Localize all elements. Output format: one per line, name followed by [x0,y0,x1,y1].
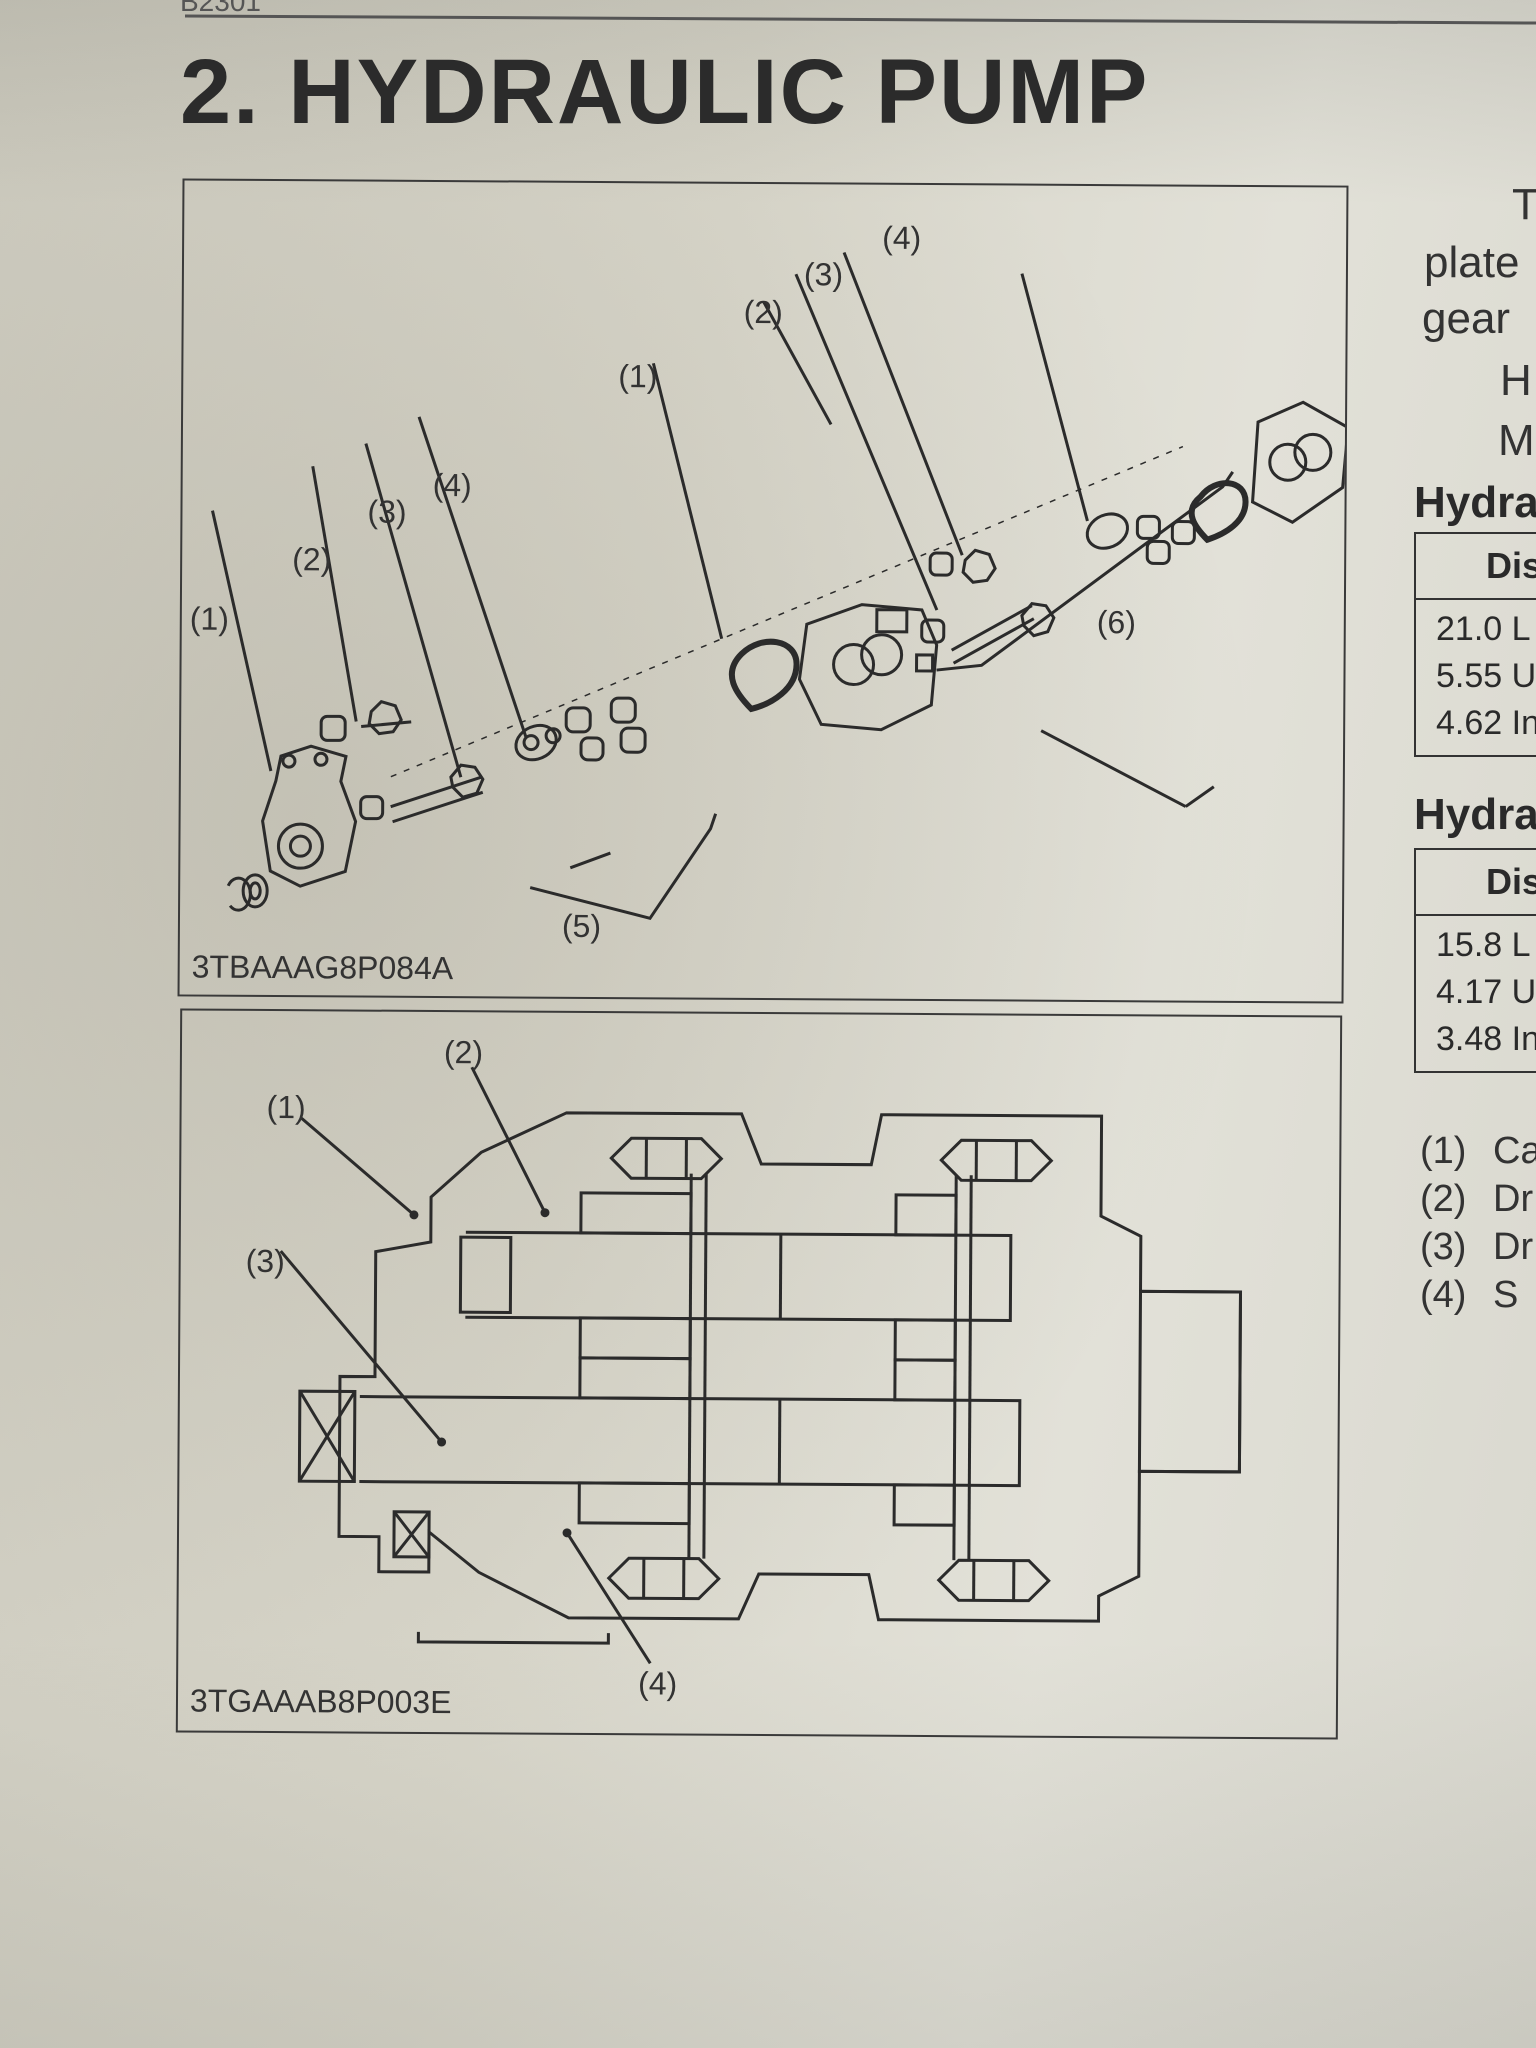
rear-side-plate [1085,512,1129,550]
callout-front-1: (1) [189,600,230,637]
rear-cover [1250,400,1347,524]
table2-header: Dis [1416,850,1536,916]
para-line-4: H [1500,356,1532,405]
table2-row: 15.8 L [1436,926,1531,964]
legend-num: (3) [1420,1226,1467,1268]
legend-num: (4) [1420,1274,1467,1316]
front-housing [261,744,358,888]
legend-item-3: (3) Dr [1420,1226,1533,1269]
callout-group-5: (5) [561,907,602,945]
section-title: 2. HYDRAULIC PUMP [180,41,1150,143]
bushing-bottom-left [606,1556,721,1601]
right-column: T plate gear H M Hydra Dis 21.0 L 5.55 U… [1410,180,1536,1380]
bushing-top-right [939,1138,1054,1183]
header-rule [185,14,1536,25]
callout-1: (1) [266,1088,306,1126]
legend-item-2: (2) Dr [1420,1178,1533,1221]
rear-driven-gear [1020,602,1056,638]
callout-front-4: (4) [432,466,472,504]
table1-title: Hydra [1414,478,1536,527]
exploded-pump-drawing [211,251,1347,921]
rear-drive-gear [961,548,997,584]
table1-row: 5.55 U [1436,657,1536,695]
table1-row: 4.62 In [1436,704,1536,742]
legend-text: Dr [1493,1226,1534,1268]
callout-rear-1: (1) [618,358,658,395]
callout-front-3: (3) [367,493,407,530]
callout-rear-4: (4) [882,219,922,256]
housing-outline [337,1111,1243,1623]
table2: Dis 15.8 L 4.17 U 3.48 In [1414,848,1536,1073]
cross-section-figure: (1) (2) (3) (4) 3TGAAAB8P003E [175,1008,1343,1740]
para-line-2: plate [1424,238,1520,287]
bushing-top-left [609,1136,724,1181]
legend-item-4: (4) S [1420,1274,1518,1317]
para-line-1: T [1512,180,1536,229]
front-seal [226,873,269,912]
callout-front-2: (2) [292,541,332,578]
table2-title: Hydra [1414,790,1536,839]
shaft-bearing [297,1389,357,1484]
bracket-6 [936,471,1234,672]
callout-rear-3: (3) [803,256,844,293]
legend-num: (1) [1420,1130,1467,1172]
table2-row: 4.17 U [1436,973,1536,1011]
driven-shaft [465,1230,1013,1323]
legend-num: (2) [1420,1178,1467,1220]
cross-section-drawing [279,1066,1243,1665]
callout-3: (3) [245,1242,285,1280]
exploded-view-figure: (1) (2) (3) (4) (1) (2) (3) (4) (5) (6) … [177,178,1349,1004]
figure-code: 3TGAAAB8P003E [189,1682,452,1721]
gasket-1 [728,638,800,713]
callout-rear-2: (2) [743,293,783,331]
middle-body [797,603,939,732]
table1-header: Dis [1416,534,1536,600]
legend-item-1: (1) Ca [1420,1130,1536,1173]
callout-4: (4) [637,1665,678,1702]
table1-row: 21.0 L [1436,610,1531,648]
table1: Dis 21.0 L 5.55 U 4.62 In [1414,532,1536,757]
bracket-5 [529,813,718,921]
bushing-bottom-right [936,1558,1051,1603]
page-header-fragment: B2301 [180,0,261,17]
para-line-3: gear [1422,294,1511,343]
table2-row: 3.48 In [1436,1020,1536,1058]
legend-text: S [1493,1274,1519,1316]
front-drive-gear [319,699,412,742]
legend-text: Dr [1493,1178,1534,1220]
para-line-5: M [1498,416,1535,465]
legend-text: Ca [1493,1130,1536,1172]
front-driven-gear [359,763,485,824]
callout-group-6: (6) [1096,604,1137,641]
figure-code: 3TBAAAG8P084A [191,948,454,987]
rear-cap [1137,1289,1243,1474]
callout-2: (2) [443,1034,484,1071]
